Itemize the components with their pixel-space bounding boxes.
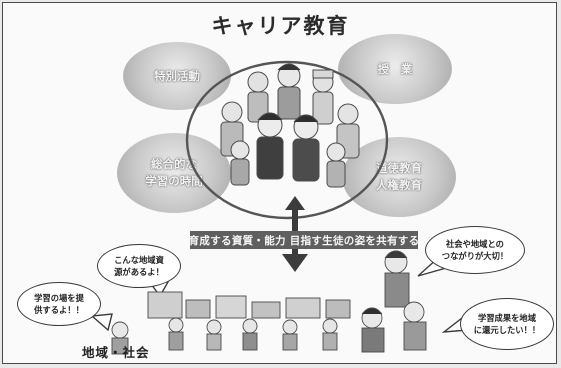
central-ellipse (185, 60, 389, 220)
bubble-classes: 授 業 (338, 34, 452, 104)
townsperson-body (361, 327, 385, 353)
community-scene (111, 250, 427, 355)
person-body (312, 91, 334, 125)
townsperson-head (111, 321, 129, 339)
person-body (326, 160, 346, 188)
person-body (277, 86, 301, 120)
townsperson-hair (361, 307, 383, 315)
townsperson-head (168, 317, 184, 333)
bubble-label-special-activities: 特別活動 (154, 68, 200, 83)
speech-tail (90, 313, 113, 332)
townsperson-head (282, 319, 298, 335)
speech-bubble-connection: 社会や地域との つながりが大切！ (425, 226, 525, 274)
shared-goal-banner: 育成する資質・能力 目指す生徒の姿を共有する (189, 231, 419, 249)
building (185, 299, 211, 319)
townsperson-hair (384, 250, 408, 259)
townsperson-body (168, 331, 184, 351)
building (285, 297, 321, 319)
person-body (256, 136, 284, 180)
person-body (292, 138, 320, 182)
bubble-moral-human-rights: 道徳教育 人権教育 (342, 137, 456, 217)
bubble-label-moral-human-rights: 道徳教育 人権教育 (376, 161, 422, 192)
person-hair (277, 63, 301, 71)
person-hair (293, 114, 319, 123)
bubble-label-integrated-study: 総合的な 学習の時間 (145, 157, 203, 188)
speech-text-connection: 社会や地域との つながりが大切！ (441, 238, 509, 261)
building (325, 299, 351, 319)
person-head (326, 142, 346, 162)
townsperson-head (322, 318, 338, 334)
speech-text-local-resources: こんな地域資 源があるよ！ (114, 254, 164, 277)
townsperson-body (282, 333, 298, 351)
person-head (337, 103, 359, 125)
building (215, 295, 247, 319)
speech-bubble-learning-place: 学習の場を提 供するよ！！ (17, 282, 101, 326)
building (147, 291, 183, 319)
speech-text-give-back: 学習成果を地域 に還元したい！！ (473, 312, 541, 335)
townsperson-head (206, 319, 222, 335)
professionals-group (220, 63, 360, 188)
townsperson-head (242, 318, 258, 334)
townsperson-body (322, 332, 338, 351)
townsperson-body (111, 337, 129, 355)
townsperson-body (206, 333, 222, 351)
speech-bubble-give-back: 学習成果を地域 に還元したい！！ (460, 298, 554, 350)
speech-text-learning-place: 学習の場を提 供するよ！！ (34, 292, 84, 315)
bubble-label-classes: 授 業 (377, 61, 413, 76)
speech-bubble-local-resources: こんな地域資 源があるよ！ (97, 244, 181, 288)
person-head (221, 101, 243, 123)
townsperson-head (403, 301, 425, 323)
community-label: 地域・社会 (82, 345, 150, 360)
townsperson-body (242, 332, 258, 351)
building (251, 301, 281, 319)
person-hat (312, 69, 334, 79)
bubble-integrated-study: 総合的な 学習の時間 (117, 133, 231, 213)
person-head (247, 71, 269, 93)
person-hair (257, 112, 283, 121)
townsperson-body (403, 321, 427, 351)
diagram-title: キャリア教育 (211, 14, 350, 38)
townsperson-body (384, 272, 410, 308)
bubble-special-activities: 特別活動 (123, 42, 231, 110)
person-body (230, 158, 250, 186)
person-head (230, 140, 250, 160)
